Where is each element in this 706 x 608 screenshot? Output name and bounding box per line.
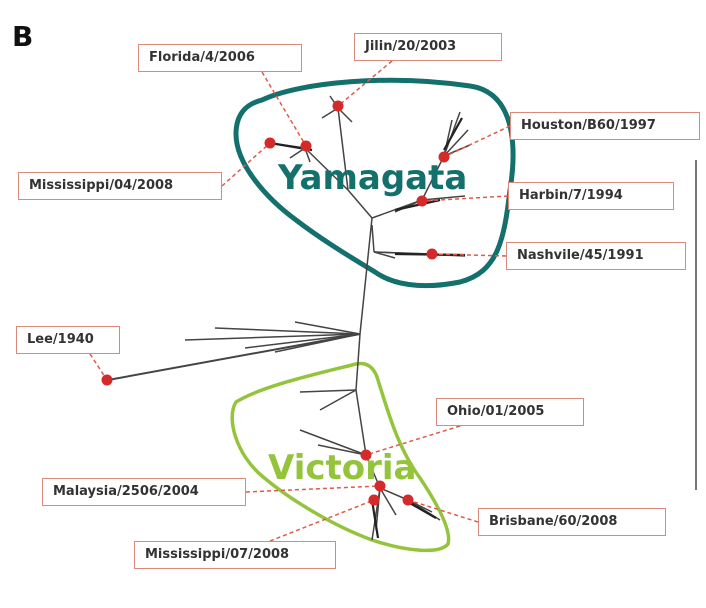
strain-label-jilin: Jilin/20/2003 bbox=[354, 33, 502, 61]
connector-line bbox=[421, 195, 509, 202]
strain-marker bbox=[264, 137, 276, 149]
strain-marker bbox=[402, 494, 414, 506]
connector-line bbox=[221, 142, 271, 187]
strain-label-malaysia: Malaysia/2506/2004 bbox=[42, 478, 246, 506]
strain-label-mississippi-2008-04: Mississippi/04/2008 bbox=[18, 172, 222, 200]
connector-line bbox=[269, 499, 375, 542]
strain-markers bbox=[101, 100, 450, 506]
connector-line bbox=[443, 125, 511, 158]
connector-lines bbox=[89, 60, 511, 542]
strain-marker bbox=[374, 480, 386, 492]
strain-label-houston: Houston/B60/1997 bbox=[510, 112, 700, 140]
strain-marker bbox=[300, 140, 312, 152]
strain-marker bbox=[416, 195, 428, 207]
strain-label-nashvile: Nashvile/45/1991 bbox=[506, 242, 686, 270]
strain-label-harbin: Harbin/7/1994 bbox=[508, 182, 674, 210]
strain-marker bbox=[368, 494, 380, 506]
strain-label-mississippi-2008-07: Mississippi/07/2008 bbox=[134, 541, 336, 569]
strain-label-ohio: Ohio/01/2005 bbox=[436, 398, 584, 426]
clade-label-yamagata: Yamagata bbox=[278, 158, 468, 198]
strain-marker bbox=[332, 100, 344, 112]
panel-letter: B bbox=[12, 20, 34, 53]
strain-marker bbox=[360, 449, 372, 461]
yamagata-clade-outline bbox=[233, 77, 516, 289]
connector-line bbox=[431, 253, 507, 257]
strain-label-brisbane: Brisbane/60/2008 bbox=[478, 508, 666, 536]
strain-label-florida: Florida/4/2006 bbox=[138, 44, 302, 72]
connector-line bbox=[407, 499, 479, 523]
connector-line bbox=[89, 353, 108, 381]
strain-marker bbox=[101, 374, 113, 386]
connector-line bbox=[245, 485, 381, 493]
strain-marker bbox=[438, 151, 450, 163]
connector-line bbox=[337, 60, 393, 107]
strain-label-lee: Lee/1940 bbox=[16, 326, 120, 354]
connector-line bbox=[261, 71, 307, 147]
clade-label-victoria: Victoria bbox=[268, 448, 417, 488]
strain-marker bbox=[426, 248, 438, 260]
victoria-clade-outline bbox=[230, 361, 451, 553]
connector-line bbox=[365, 425, 461, 456]
